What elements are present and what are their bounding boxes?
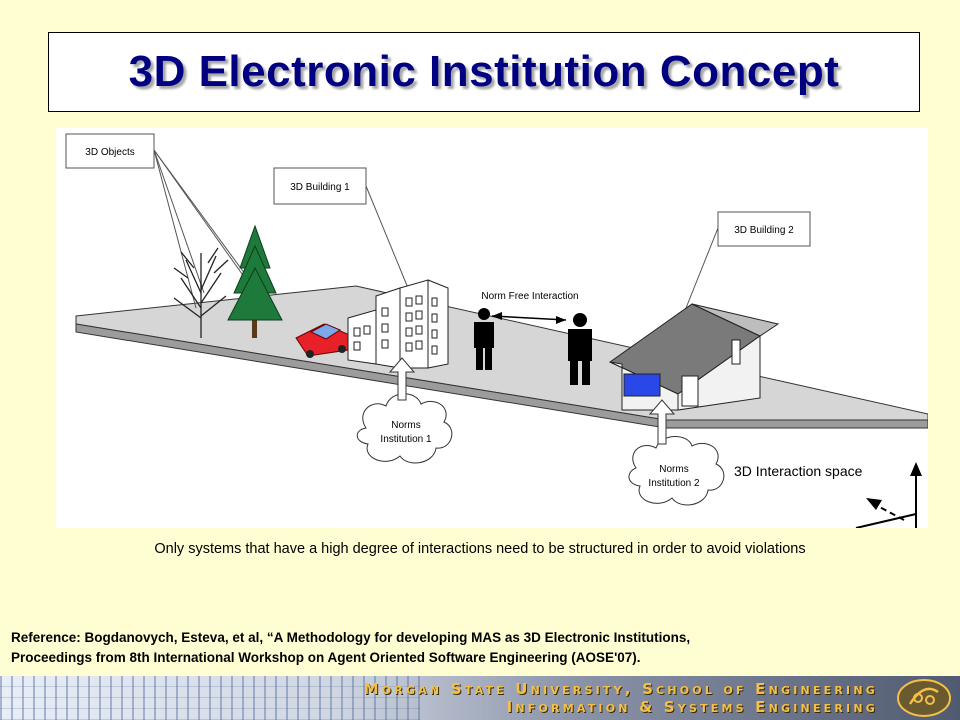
norms-cloud-1 <box>356 393 453 464</box>
norm-arrow-1 <box>388 357 416 401</box>
callout-building1 <box>273 167 367 205</box>
bare-tree-icon <box>173 247 229 338</box>
axis-arrow <box>866 498 882 510</box>
norms-cloud-2-line2: Institution 2 <box>648 478 700 489</box>
diagram-svg: 3D Objects 3D Building 1 <box>65 133 928 528</box>
callout-building2-text: 3D Building 2 <box>734 225 794 236</box>
slide-title: 3D Electronic Institution Concept <box>128 47 840 96</box>
axis-line <box>855 513 917 528</box>
norm-arrow-2 <box>648 399 676 445</box>
footer-grid-pattern <box>0 676 420 720</box>
footer-line-1: Morgan State University, School of Engin… <box>363 680 878 698</box>
pointer-line <box>685 227 719 309</box>
interaction-arrow <box>491 315 567 321</box>
reference-text: Reference: Bogdanovych, Esteva, et al, “… <box>11 628 911 668</box>
axis-arrow <box>910 462 922 476</box>
pointer-line <box>153 149 197 309</box>
building1-icon <box>347 279 449 369</box>
person-icon <box>474 308 494 370</box>
norms-cloud-2-line1: Norms <box>659 464 688 475</box>
pointer-line <box>153 149 205 294</box>
callout-building1-text: 3D Building 1 <box>290 182 350 193</box>
footer-line-2: Information & Systems Engineering <box>506 698 878 716</box>
reference-line-1: Reference: Bogdanovych, Esteva, et al, “… <box>11 630 691 645</box>
pointer-line <box>365 185 409 289</box>
norms-cloud-1-line1: Norms <box>391 420 420 431</box>
callout-building2 <box>717 211 811 247</box>
callout-3d-objects-text: 3D Objects <box>85 147 134 158</box>
pointer-line <box>153 149 253 289</box>
ise-logo-icon <box>897 679 951 717</box>
footer-banner: Morgan State University, School of Engin… <box>0 676 960 720</box>
interaction-space-label: 3D Interaction space <box>734 463 863 479</box>
building2-house-icon <box>609 303 780 411</box>
callout-3d-objects <box>65 133 155 169</box>
figure-caption: Only systems that have a high degree of … <box>154 541 806 557</box>
pine-tree-icon <box>227 224 283 338</box>
norms-cloud-1-line2: Institution 1 <box>380 434 432 445</box>
person-icon <box>568 313 592 385</box>
title-box: 3D Electronic Institution Concept <box>48 32 920 112</box>
reference-line-2: Proceedings from 8th International Works… <box>11 650 641 665</box>
diagram-figure: 3D Objects 3D Building 1 <box>56 128 928 528</box>
norm-free-label: Norm Free Interaction <box>481 291 578 302</box>
norms-cloud-2 <box>628 436 725 506</box>
